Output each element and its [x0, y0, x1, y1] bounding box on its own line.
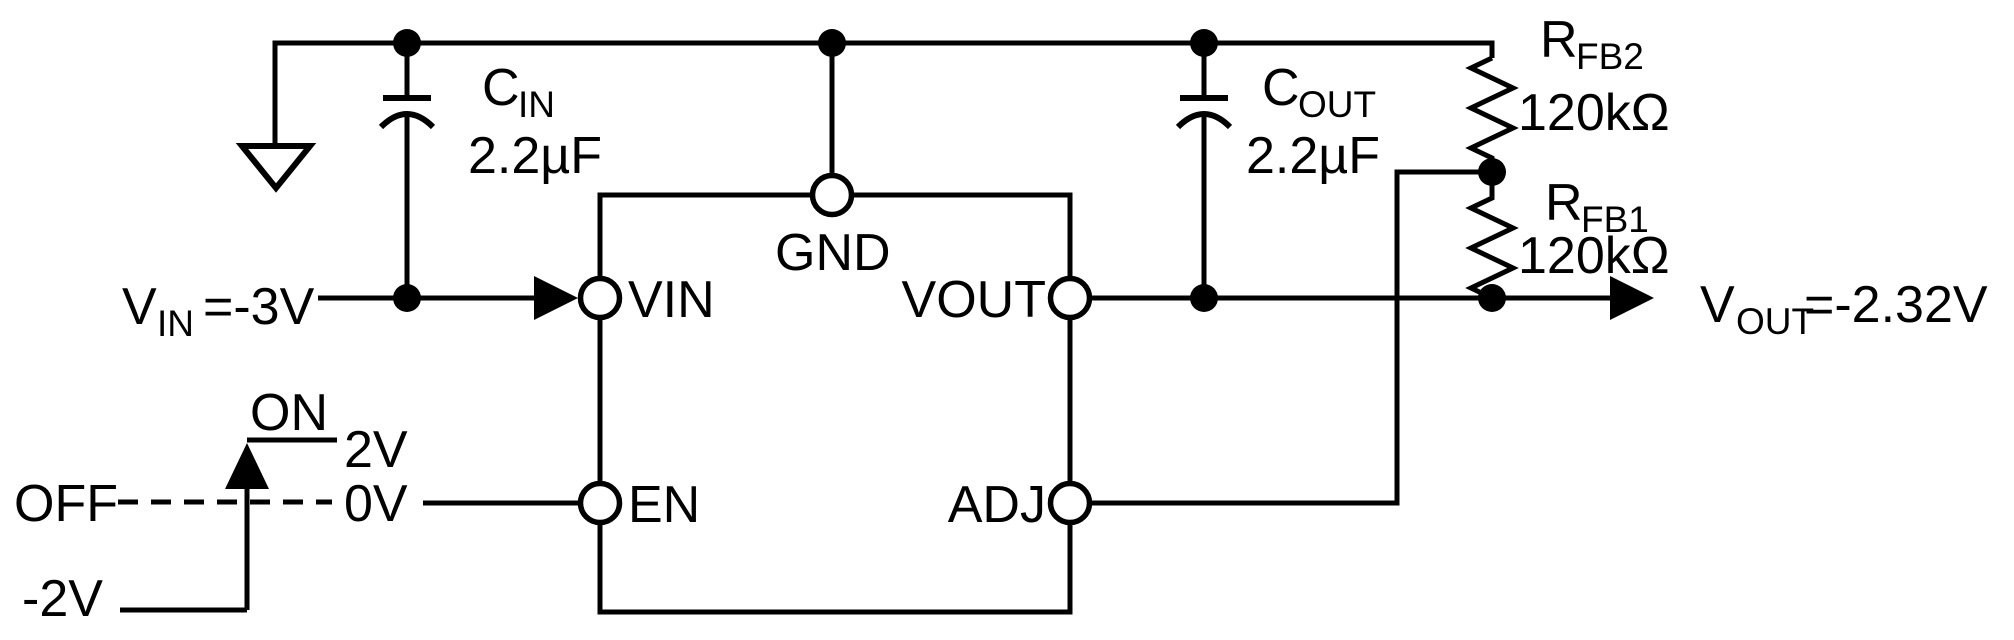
rfb1-label: R FB1 120kΩ	[1518, 174, 1670, 285]
enable-low-label: -2V	[22, 570, 103, 628]
rfb1-ref-symbol: R	[1545, 174, 1583, 232]
rfb2-label: R FB2 120kΩ	[1518, 11, 1670, 142]
junction-dot-cout-bottom	[1190, 284, 1218, 312]
cout-capacitor-icon	[1175, 43, 1233, 298]
cin-ref-symbol: C	[482, 59, 520, 117]
cout-ref-symbol: C	[1262, 59, 1300, 117]
junction-dot-rfb1-bottom	[1478, 284, 1506, 312]
vin-source-symbol: V	[122, 278, 157, 336]
vin-pin-circle-icon	[577, 275, 623, 321]
junction-dot-cout-top	[1190, 29, 1218, 57]
rfb2-value: 120kΩ	[1518, 84, 1670, 142]
vout-arrowhead-icon	[1610, 276, 1654, 320]
enable-high-label: 2V	[344, 421, 408, 479]
rfb2-ref-subscript: FB2	[1576, 36, 1644, 77]
vout-output-symbol: V	[1700, 276, 1735, 334]
cin-label: C IN 2.2µF	[468, 59, 602, 185]
cout-ref-subscript: OUT	[1298, 84, 1376, 125]
cout-label: C OUT 2.2µF	[1246, 59, 1380, 185]
vin-source-subscript: IN	[157, 303, 194, 344]
adj-pin-label: ADJ	[948, 476, 1046, 534]
rfb1-value: 120kΩ	[1518, 227, 1670, 285]
vout-pin-label: VOUT	[902, 271, 1046, 329]
gnd-pin-circle-icon	[809, 172, 855, 218]
ground-triangle-icon	[235, 143, 317, 193]
ground-symbol-icon	[235, 143, 317, 193]
enable-zero-label: 0V	[344, 475, 408, 533]
enable-off-label: OFF	[14, 475, 118, 533]
cout-value: 2.2µF	[1246, 127, 1380, 185]
junction-dot-divider-mid	[1478, 158, 1506, 186]
vin-source-value: =-3V	[203, 278, 315, 336]
rfb1-ref-subscript: FB1	[1581, 199, 1649, 240]
enable-waveform-icon	[118, 437, 337, 613]
cin-value: 2.2µF	[468, 127, 602, 185]
cout-curved-plate	[1175, 111, 1233, 130]
top-rail-wire	[272, 40, 1495, 145]
cin-capacitor-icon	[378, 43, 436, 298]
enable-up-arrowhead-icon	[225, 443, 269, 489]
vout-output-value: =-2.32V	[1804, 276, 1988, 334]
vout-output-label: V OUT =-2.32V	[1700, 276, 1988, 342]
en-pin-label: EN	[628, 476, 700, 534]
junction-dot-cin-bottom	[393, 284, 421, 312]
vin-pin-label: VIN	[628, 271, 715, 329]
vin-source-label: V IN =-3V	[122, 278, 315, 344]
cin-curved-plate	[378, 111, 436, 130]
en-pin-circle-icon	[577, 480, 623, 526]
vout-pin-circle-icon	[1047, 275, 1093, 321]
junction-dot-cin-top	[393, 29, 421, 57]
cin-ref-subscript: IN	[518, 84, 555, 125]
rfb2-resistor-icon	[1465, 55, 1519, 172]
rfb2-ref-symbol: R	[1540, 11, 1578, 69]
adj-feedback-wire	[1089, 169, 1492, 506]
junction-dot-gnd-top	[818, 29, 846, 57]
vout-output-subscript: OUT	[1736, 301, 1814, 342]
enable-on-label: ON	[250, 384, 328, 442]
rfb1-resistor-icon	[1465, 172, 1519, 301]
gnd-pin-label: GND	[775, 224, 891, 282]
enable-waveform-labels: ON 2V OFF 0V -2V	[14, 384, 408, 628]
adj-pin-circle-icon	[1047, 480, 1093, 526]
vin-arrowhead-icon	[534, 276, 578, 320]
